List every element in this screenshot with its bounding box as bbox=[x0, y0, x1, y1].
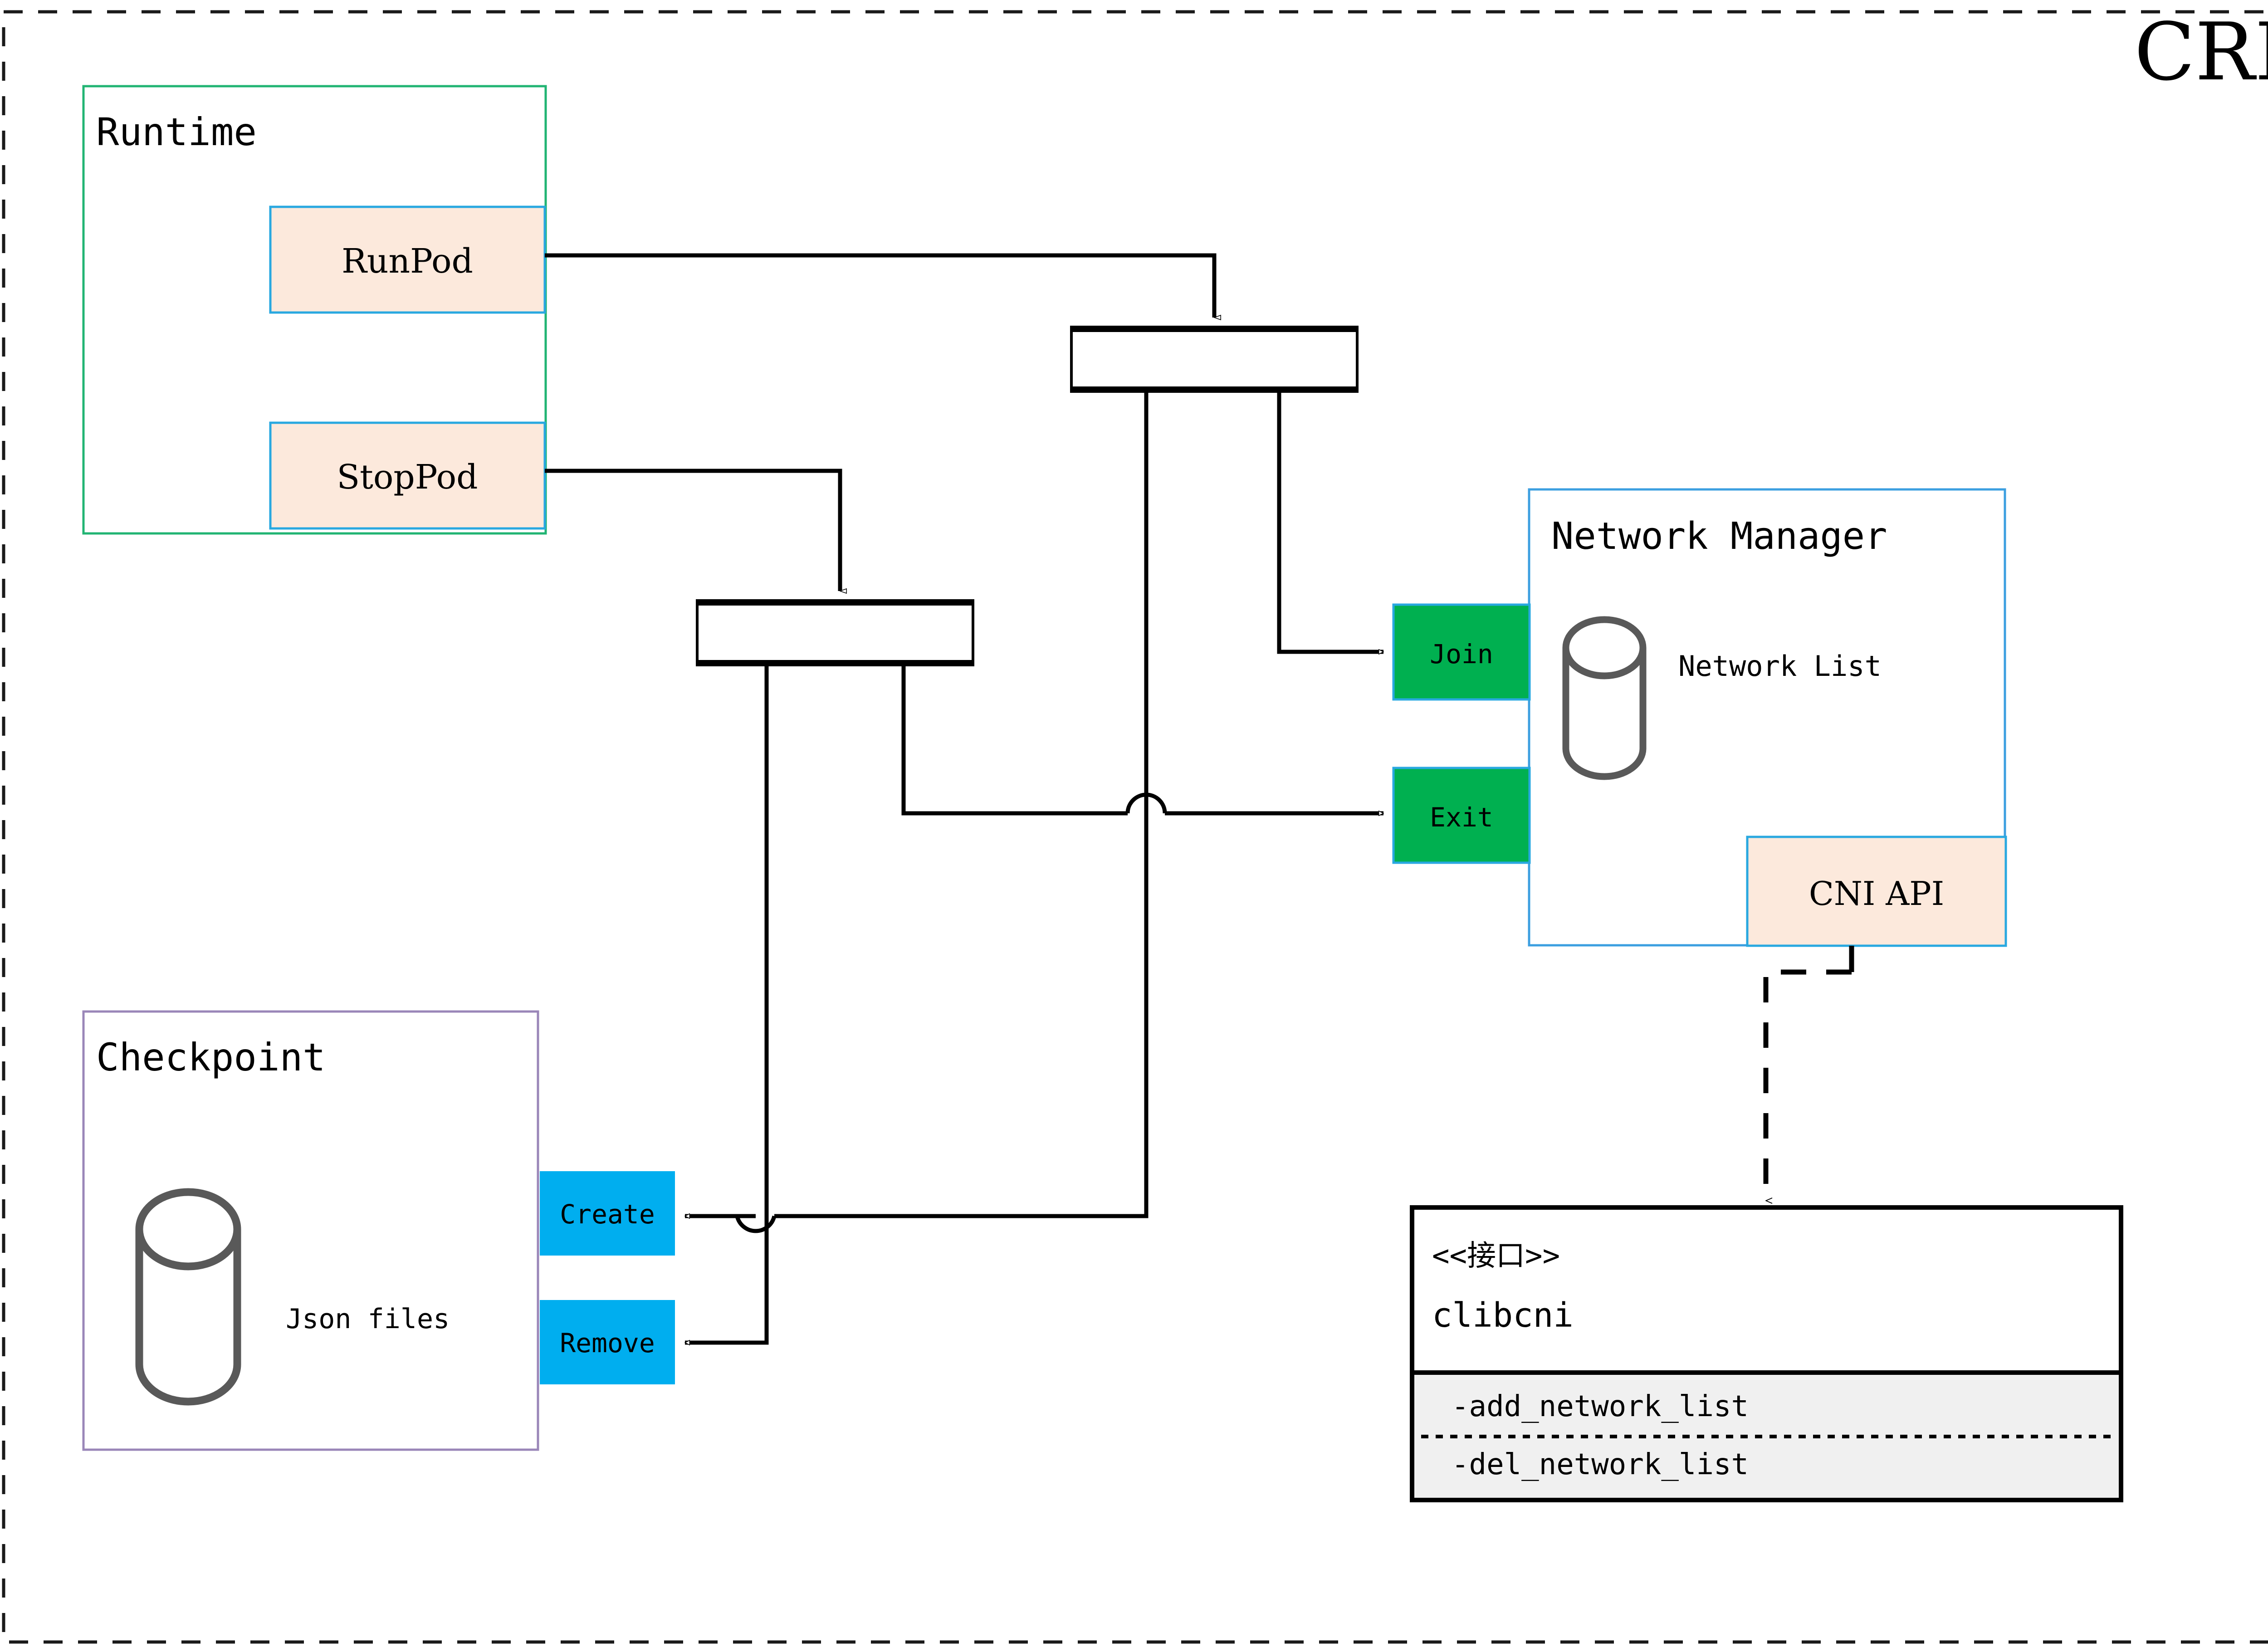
network-exit-action[interactable] bbox=[1392, 767, 1531, 864]
exit-action-label: Exit bbox=[1430, 802, 1493, 833]
json-files-cylinder-icon bbox=[135, 1188, 241, 1406]
checkpoint-remove-action[interactable] bbox=[540, 1300, 675, 1384]
runpod-node[interactable] bbox=[269, 205, 546, 314]
join-action-label: Join bbox=[1430, 639, 1493, 670]
edge-runpod-to-fork bbox=[545, 253, 1214, 318]
clibcni-name: clibcni bbox=[1432, 1296, 1574, 1335]
create-action-label: Create bbox=[560, 1199, 655, 1230]
network-list-label: Network List bbox=[1678, 650, 1882, 683]
clibcni-method-del: -del_network_list bbox=[1452, 1448, 1749, 1481]
edge-fork-to-create-hop bbox=[735, 1215, 777, 1233]
runtime-group-label: Runtime bbox=[96, 110, 257, 154]
edge-cni-api-to-clibcni-dashed bbox=[1763, 969, 1852, 1201]
network-list-cylinder-icon bbox=[1562, 616, 1647, 780]
edge-fork-to-join bbox=[1277, 391, 1383, 652]
checkpoint-create-action[interactable] bbox=[540, 1171, 675, 1256]
stoppod-label: StopPod bbox=[337, 458, 478, 497]
stoppod-fork-bar bbox=[696, 600, 974, 666]
runpod-label: RunPod bbox=[342, 242, 473, 281]
network-join-action[interactable] bbox=[1392, 603, 1531, 701]
edge-fork-to-exit-seg1 bbox=[901, 665, 1128, 816]
remove-action-label: Remove bbox=[560, 1328, 655, 1359]
clibcni-method-add: -add_network_list bbox=[1452, 1390, 1749, 1423]
clibcni-methods-compartment bbox=[1414, 1373, 2119, 1498]
checkpoint-group-label: Checkpoint bbox=[96, 1035, 326, 1080]
outer-dashed-frame bbox=[2, 10, 2268, 1644]
network-manager-group-label: Network Manager bbox=[1551, 515, 1887, 558]
json-files-label: Json files bbox=[286, 1303, 450, 1335]
edge-fork-to-remove bbox=[685, 665, 769, 1343]
edge-stoppod-to-fork bbox=[545, 469, 840, 591]
cni-api-label: CNI API bbox=[1809, 875, 1944, 913]
clibcni-stereotype: <<接口>> bbox=[1432, 1239, 1560, 1273]
cni-api-node[interactable] bbox=[1746, 836, 2007, 947]
edge-fork-to-create bbox=[774, 391, 1149, 1218]
edge-fork-to-exit-hop bbox=[1125, 792, 1167, 814]
clibcni-interface-outline bbox=[1410, 1205, 2123, 1502]
runpod-fork-bar bbox=[1070, 326, 1359, 392]
diagram-title: CRI bbox=[2134, 6, 2268, 98]
stoppod-node[interactable] bbox=[269, 421, 546, 530]
